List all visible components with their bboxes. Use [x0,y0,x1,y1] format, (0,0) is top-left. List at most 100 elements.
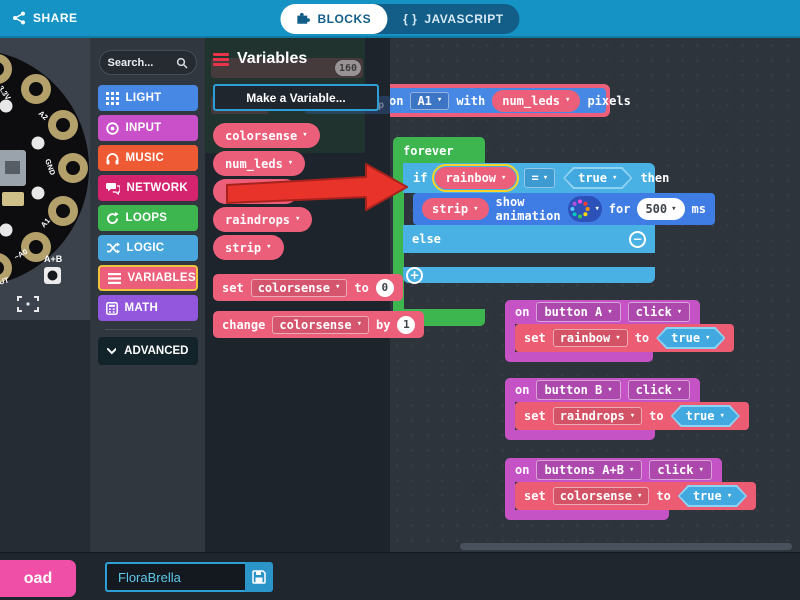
share-button[interactable]: SHARE [0,11,78,25]
dropdown-caret-icon: ▾ [612,172,618,183]
category-label: ADVANCED [124,345,189,357]
category-label: MUSIC [125,152,165,164]
toolbox-category-advanced[interactable]: ADVANCED [97,337,198,365]
block-on-button-b[interactable]: on button B ▾ click ▾ set raindrops ▾ to [505,378,749,440]
variable-pill-raindrops[interactable]: raindrops ▾ [213,207,313,232]
variable-pill-colorsense[interactable]: colorsense ▾ [213,123,320,148]
toolbox-category-network[interactable]: NETWORK [97,175,198,201]
pin-dropdown[interactable]: A1 ▾ [410,91,450,110]
block-set-rainbow[interactable]: set rainbow ▾ to true ▾ [515,324,735,352]
variable-dropdown[interactable]: colorsense ▾ [250,278,348,297]
project-name-group [105,562,273,592]
forever-header[interactable]: forever [393,137,485,164]
pin-label: OUT [0,275,10,288]
make-variable-button[interactable]: Make a Variable... [213,84,379,111]
add-branch-icon[interactable]: + [406,266,423,284]
variable-dropdown[interactable]: raindrops ▾ [552,407,643,425]
variable-dropdown[interactable]: rainbow ▾ [552,329,628,347]
dropdown-caret-icon: ▾ [295,214,301,224]
toolbox-category-math[interactable]: MATH [97,295,198,321]
value-input[interactable]: 0 [375,278,394,297]
toolbox-category-light[interactable]: LIGHT [97,85,198,111]
category-label: VARIABLES [127,272,196,284]
toolbox-category-music[interactable]: MUSIC [97,145,198,171]
block-change-variable[interactable]: change colorsense ▾ by 1 [213,311,425,338]
true-value-hexagon[interactable]: true ▾ [656,327,725,349]
block-else[interactable]: else − [403,225,655,253]
variable-dropdown[interactable]: colorsense ▾ [272,315,370,334]
button-source-dropdown[interactable]: buttons A+B ▾ [536,460,643,480]
block-forever[interactable]: forever if rainbow ▾ = ▾ true ▾ [393,137,729,329]
block-text: pixels [587,93,631,108]
operator-dropdown[interactable]: = ▾ [524,168,556,188]
footer-bar: oad [0,552,800,600]
variable-pill-num-leds[interactable]: num_leds ▾ [492,89,581,112]
horizontal-scrollbar[interactable] [460,543,792,550]
button-source-dropdown[interactable]: button B ▾ [536,380,621,400]
rainbow-animation-icon [570,199,591,219]
block-text: by [376,317,391,332]
block-text: for [608,202,631,216]
variable-pill-strip[interactable]: strip ▾ [422,198,489,220]
search-input[interactable] [107,56,176,69]
dropdown-caret-icon: ▾ [594,203,600,214]
blocks-workspace[interactable]: on A1 ▾ with num_leds ▾ pixels forever [390,38,800,552]
condition-variable-pill-highlighted[interactable]: rainbow ▾ [432,164,520,192]
share-icon [13,11,25,25]
block-if[interactable]: if rainbow ▾ = ▾ true ▾ then [403,163,669,193]
block-set-colorsense[interactable]: set colorsense ▾ to true ▾ [515,482,757,510]
value-input[interactable]: 1 [397,315,416,334]
true-value-hexagon[interactable]: true ▾ [678,485,747,507]
event-type-dropdown[interactable]: click ▾ [627,302,691,322]
empty-statement-slot[interactable] [413,253,655,267]
block-set-raindrops[interactable]: set raindrops ▾ to true ▾ [515,402,749,430]
dropdown-caret-icon: ▾ [436,95,443,105]
block-text: else [412,232,441,246]
true-value-hexagon[interactable]: true ▾ [671,405,740,427]
variable-dropdown[interactable]: colorsense ▾ [552,487,650,505]
tab-javascript[interactable]: { } JAVASCRIPT [387,4,519,34]
toolbox-category-variables[interactable]: VARIABLES [97,265,198,291]
collapse-branch-icon[interactable]: − [629,230,646,248]
button-source-dropdown[interactable]: button A ▾ [536,302,621,322]
ab-button[interactable] [44,267,61,284]
duration-dropdown[interactable]: 500 ▾ [637,198,685,220]
block-set-variable[interactable]: set colorsense ▾ to 0 [213,274,403,301]
dropdown-caret-icon: ▾ [676,384,683,395]
puzzle-icon [297,12,310,24]
project-name-input[interactable] [105,562,245,592]
block-create-strip[interactable]: on A1 ▾ with num_leds ▾ pixels [390,84,631,117]
toolbox-search[interactable] [98,50,197,75]
toolbox-category-input[interactable]: INPUT [97,115,198,141]
forever-spine [393,164,404,309]
true-value-hexagon[interactable]: true ▾ [563,167,632,189]
save-button[interactable] [245,562,273,592]
event-type-dropdown[interactable]: click ▾ [627,380,691,400]
circle-dot-icon [105,121,119,135]
variable-pill-strip[interactable]: strip ▾ [213,235,284,260]
block-text: if [413,171,428,185]
block-on-button-a[interactable]: on button A ▾ click ▾ set rainbow ▾ to [505,300,735,362]
fullscreen-icon[interactable] [17,296,39,312]
toolbox-category-loops[interactable]: LOOPS [97,205,198,231]
tab-blocks[interactable]: BLOCKS [280,4,388,34]
block-show-animation[interactable]: strip ▾ show animation ▾ for 500 ▾ [413,193,715,225]
category-label: MATH [124,302,159,314]
braces-icon: { } [403,12,418,26]
animation-preview-dropdown[interactable]: ▾ [567,196,602,222]
block-text: to [656,489,671,503]
variable-pill-rainbow[interactable]: rainbow ▾ [213,179,298,204]
toolbox-category-logic[interactable]: LOGIC [97,235,198,261]
block-text: change [222,317,266,332]
dropdown-caret-icon: ▾ [636,490,643,501]
grid-icon [105,91,119,105]
block-on-buttons-ab[interactable]: on buttons A+B ▾ click ▾ set colorsense … [505,458,757,520]
circuit-playground-board[interactable]: 3.3V A2 GND A1 ~A0 OUT A+B [0,38,90,320]
event-type-dropdown[interactable]: click ▾ [649,460,712,480]
download-button[interactable]: oad [0,560,76,597]
shuffle-icon [106,242,120,254]
refresh-icon [106,211,119,224]
block-text: ms [691,202,706,216]
variable-pill-num-leds[interactable]: num_leds ▾ [213,151,306,176]
